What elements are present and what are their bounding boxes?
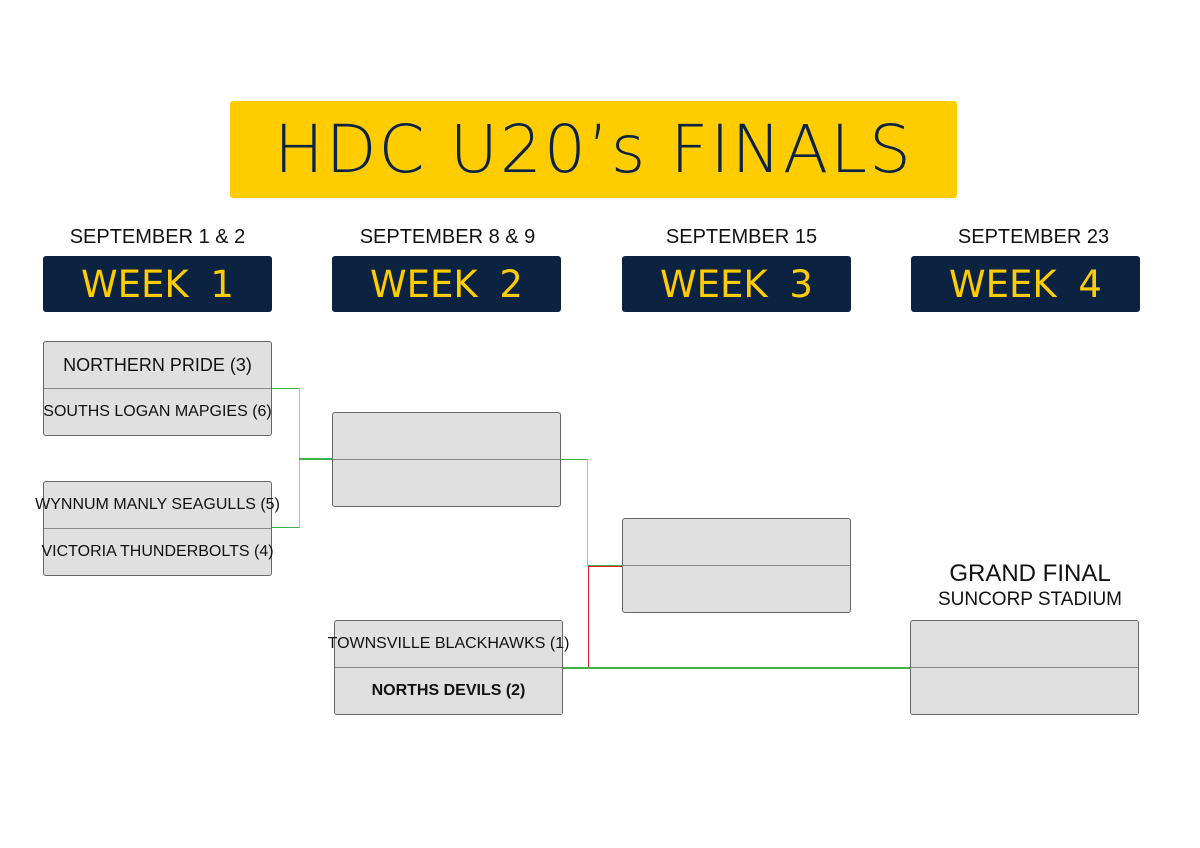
team-slot xyxy=(333,460,560,506)
loss-connector-line xyxy=(588,566,623,567)
connector-line xyxy=(271,388,299,389)
round-date: SEPTEMBER 8 & 9 xyxy=(359,226,536,248)
team-slot xyxy=(623,566,850,612)
round-date: SEPTEMBER 15 xyxy=(665,226,818,248)
page-title: HDC U20’s FINALS xyxy=(274,111,913,188)
connector-line xyxy=(587,459,588,566)
team-slot: SOUTHS LOGAN MAPGIES (6) xyxy=(43,403,272,420)
team-slot xyxy=(333,413,560,460)
team-slot-winner: NORTHS DEVILS (2) xyxy=(371,682,526,699)
team-slot: NORTHERN PRIDE (3) xyxy=(44,342,271,389)
team-slot xyxy=(911,621,1138,668)
team-slot xyxy=(623,519,850,566)
match-box[interactable] xyxy=(622,518,851,613)
match-box[interactable]: TOWNSVILLE BLACKHAWKS (1) NORTHS DEVILS … xyxy=(328,620,569,715)
grand-final-box[interactable] xyxy=(910,620,1139,715)
week-header: WEEK 3 xyxy=(622,256,851,312)
week-header: WEEK 4 xyxy=(911,256,1140,312)
match-box[interactable] xyxy=(332,412,561,507)
connector-line xyxy=(299,458,333,460)
match-box[interactable]: NORTHERN PRIDE (3) SOUTHS LOGAN MAPGIES … xyxy=(43,341,272,436)
grand-final-title: GRAND FINAL xyxy=(949,560,1111,587)
round-date: SEPTEMBER 23 xyxy=(957,226,1110,248)
grand-final-venue: SUNCORP STADIUM xyxy=(937,589,1123,610)
win-connector-line xyxy=(562,667,911,669)
team-slot: VICTORIA THUNDERBOLTS (4) xyxy=(41,543,274,560)
week-header: WEEK 1 xyxy=(43,256,272,312)
round-date: SEPTEMBER 1 & 2 xyxy=(69,226,246,248)
week-header: WEEK 2 xyxy=(332,256,561,312)
connector-line xyxy=(560,459,588,460)
title-banner: HDC U20’s FINALS xyxy=(230,101,957,198)
connector-line xyxy=(588,565,623,566)
team-slot xyxy=(911,668,1138,714)
team-slot: WYNNUM MANLY SEAGULLS (5) xyxy=(35,482,280,529)
loss-connector-line xyxy=(588,566,589,667)
team-slot: TOWNSVILLE BLACKHAWKS (1) xyxy=(328,621,569,668)
match-box[interactable]: WYNNUM MANLY SEAGULLS (5) VICTORIA THUND… xyxy=(35,481,280,576)
connector-line xyxy=(271,527,299,528)
